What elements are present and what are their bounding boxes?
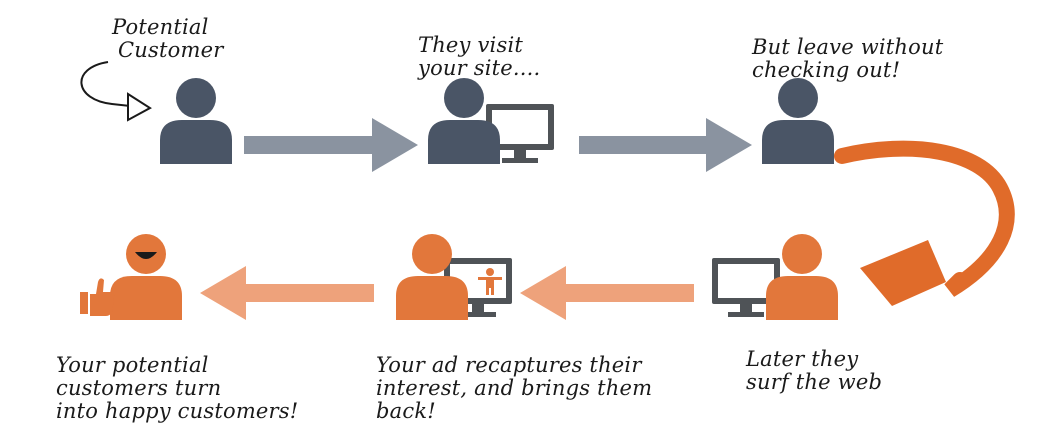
caption-line: Your potential bbox=[56, 353, 209, 377]
caption-line: Your ad recaptures their bbox=[376, 353, 642, 377]
caption-visit-site: They visit your site.... bbox=[418, 34, 540, 80]
person-icon-happy-customer bbox=[110, 234, 182, 320]
caption-happy-customers: Your potential customers turn into happy… bbox=[56, 354, 298, 423]
orange-swoosh-arrowhead bbox=[860, 240, 946, 306]
caption-line: surf the web bbox=[746, 370, 883, 394]
thumbs-up-icon bbox=[80, 278, 115, 316]
caption-line: your site.... bbox=[418, 56, 541, 80]
orange-arrow-1 bbox=[520, 266, 694, 320]
caption-line: into happy customers! bbox=[56, 399, 299, 423]
monitor-icon-visit bbox=[486, 104, 554, 163]
caption-surf-web: Later they surf the web bbox=[746, 348, 882, 394]
caption-potential-customer: Potential Customer bbox=[112, 16, 223, 62]
gray-arrow-2 bbox=[579, 118, 752, 172]
gray-arrow-1 bbox=[244, 118, 418, 172]
child-figure-icon bbox=[478, 268, 502, 295]
caption-line: They visit bbox=[418, 33, 524, 57]
caption-line: Potential bbox=[112, 15, 209, 39]
pointer-arrowhead bbox=[127, 92, 152, 122]
caption-line: interest, and brings them bbox=[376, 376, 653, 400]
caption-line: customers turn bbox=[56, 376, 222, 400]
caption-line: Customer bbox=[118, 38, 224, 62]
person-icon-leaving bbox=[762, 78, 834, 164]
caption-line: But leave without bbox=[752, 35, 944, 59]
monitor-icon-surfing bbox=[712, 258, 780, 317]
person-icon-potential-customer bbox=[160, 78, 232, 164]
orange-swoosh-arrow bbox=[834, 140, 1015, 297]
caption-leave-without-checkout: But leave without checking out! bbox=[752, 36, 943, 82]
orange-arrow-2 bbox=[200, 266, 374, 320]
curved-pointer-arrow bbox=[80, 61, 131, 107]
smile-mouth bbox=[135, 252, 157, 259]
caption-line: Later they bbox=[746, 347, 859, 371]
caption-line: back! bbox=[376, 399, 436, 423]
caption-line: checking out! bbox=[752, 58, 901, 82]
caption-ad-recaptures: Your ad recaptures their interest, and b… bbox=[376, 354, 652, 423]
